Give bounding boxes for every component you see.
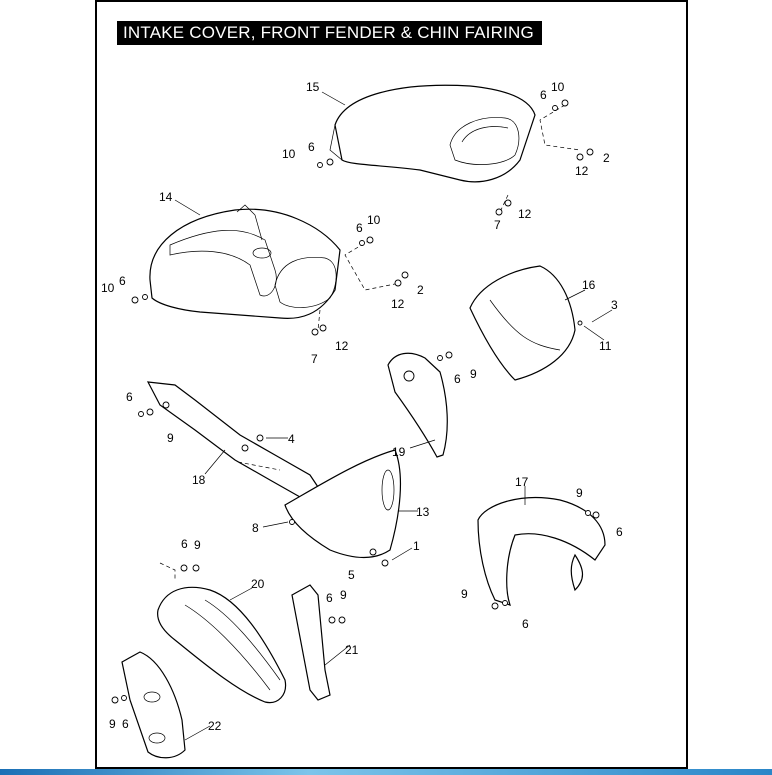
callout: 21 [345, 643, 359, 657]
callout: 4 [288, 432, 295, 446]
callout: 6 [616, 525, 623, 539]
part-15-intake-cover [329, 84, 536, 183]
callout: 12 [575, 164, 589, 178]
callout: 6 [181, 537, 188, 551]
callout: 18 [192, 473, 206, 487]
callout: 6 [326, 591, 333, 605]
callout: 19 [392, 445, 406, 459]
callout: 6 [126, 390, 133, 404]
callouts: 15 10 6 10 6 2 12 7 12 14 10 6 2 12 10 6… [101, 80, 623, 733]
callout: 6 [454, 372, 461, 386]
callout: 7 [494, 218, 501, 232]
bottom-bar [0, 769, 772, 775]
callout: 2 [417, 283, 424, 297]
callout: 1 [413, 539, 420, 553]
callout: 6 [540, 88, 547, 102]
part-19-bracket [387, 352, 448, 458]
callout: 6 [522, 617, 529, 631]
callout: 17 [515, 475, 529, 489]
hardware [111, 99, 600, 704]
part-22-slider-cover [121, 651, 186, 759]
callout: 12 [335, 339, 349, 353]
callout: 6 [122, 717, 129, 731]
callout: 10 [367, 213, 381, 227]
callout: 6 [356, 221, 363, 235]
callout: 9 [461, 587, 468, 601]
callout: 9 [194, 538, 201, 552]
callout: 3 [611, 298, 618, 312]
callout: 12 [391, 297, 405, 311]
part-17-front-fender [477, 496, 606, 606]
callout: 8 [252, 521, 259, 535]
callout: 11 [599, 339, 612, 353]
callout: 10 [101, 281, 115, 295]
callout: 9 [109, 717, 116, 731]
callout: 2 [603, 151, 610, 165]
callout: 10 [282, 147, 296, 161]
callout: 9 [167, 431, 174, 445]
callout: 7 [311, 352, 318, 366]
part-14-intake-cover [149, 204, 341, 319]
callout: 9 [470, 367, 477, 381]
callout: 16 [582, 278, 596, 292]
part-20-fender [157, 586, 287, 704]
callout: 13 [416, 505, 430, 519]
leader-lines [174, 91, 613, 741]
callout: 22 [208, 719, 222, 733]
part-13-chin-fairing [284, 449, 402, 559]
part-16-windscreen [469, 265, 576, 381]
callout: 6 [308, 140, 315, 154]
diagram-title: INTAKE COVER, FRONT FENDER & CHIN FAIRIN… [117, 21, 542, 45]
part-21-slider-cover [291, 584, 331, 701]
callout: 10 [551, 80, 565, 94]
callout: 9 [340, 588, 347, 602]
callout: 14 [159, 190, 173, 204]
callout: 5 [348, 568, 355, 582]
callout: 20 [251, 577, 265, 591]
callout: 9 [576, 486, 583, 500]
callout: 15 [306, 80, 320, 94]
callout: 6 [119, 274, 126, 288]
callout: 12 [518, 207, 532, 221]
